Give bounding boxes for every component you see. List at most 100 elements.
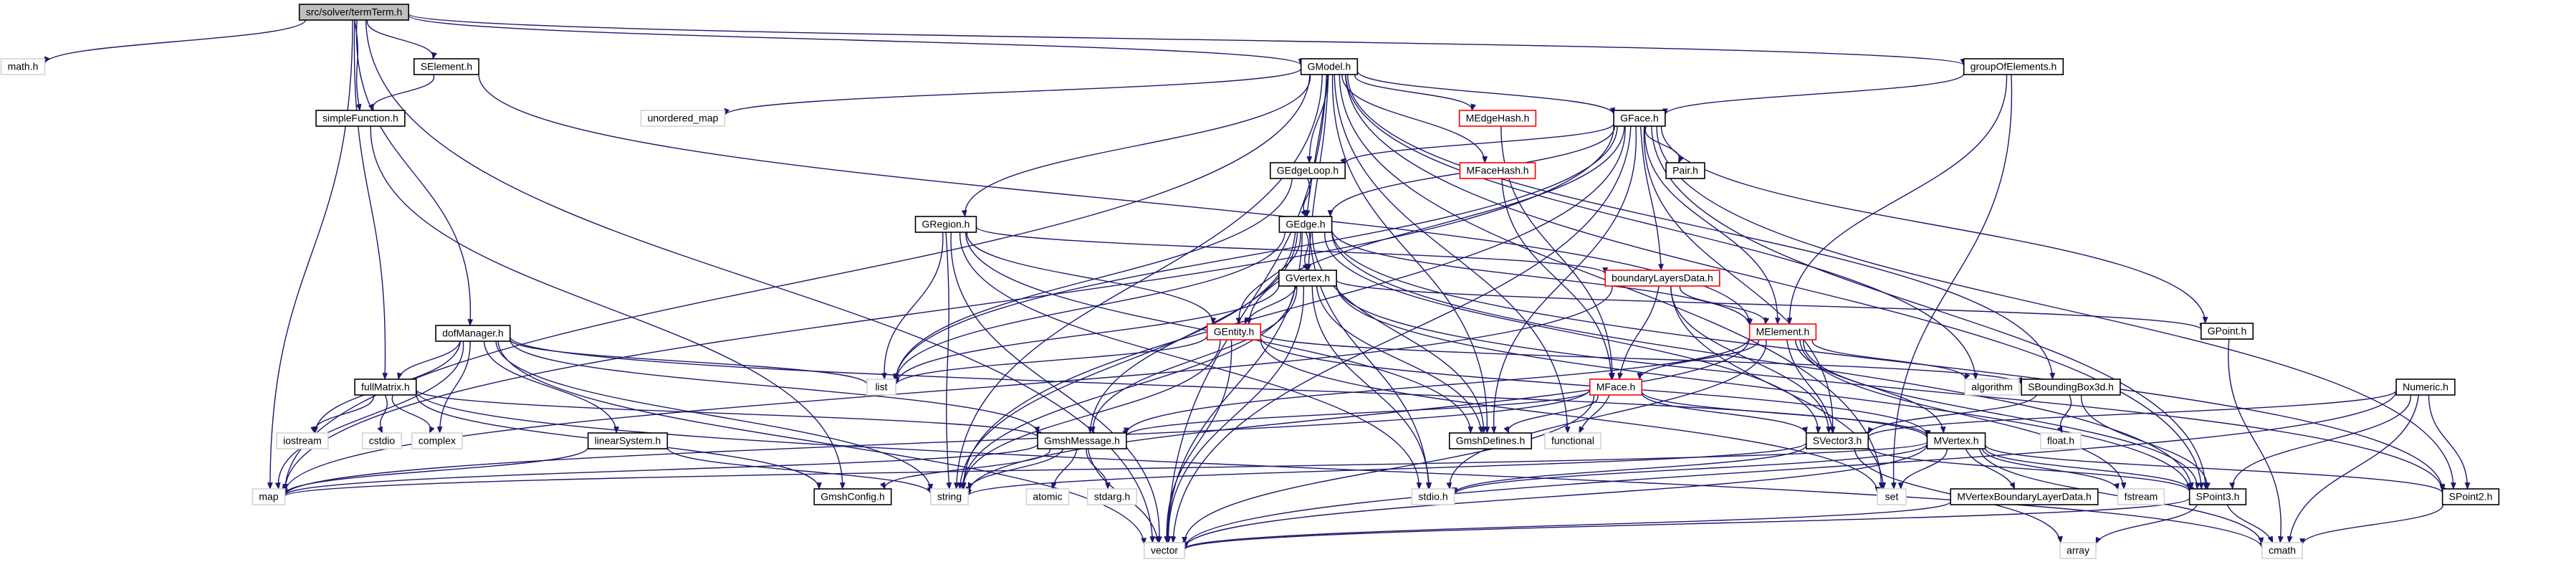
node-map: map [252, 488, 286, 505]
edge-boundarylayersdata-to-melement [1679, 285, 1770, 325]
node-label: boundaryLayersData.h [1612, 272, 1713, 284]
node-label: GmshMessage.h [1044, 435, 1120, 447]
edge-gface-to-svector3 [1643, 125, 1836, 434]
edge-dofmanager-to-gmshmessage [509, 339, 1040, 434]
edge-dofmanager-to-list [509, 338, 872, 386]
node-label: map [259, 491, 278, 503]
edge-gedge-to-gvertex [1302, 232, 1309, 271]
edge-gmodel-to-spoint3 [1345, 74, 2204, 490]
edge-spoint3-to-cmath [2226, 504, 2274, 543]
node-mfacehash[interactable]: MFaceHash.h [1459, 162, 1536, 179]
node-float: float.h [2040, 432, 2082, 449]
edge-fullmatrix-to-gmshmessage [416, 389, 1042, 439]
edge-mvertex-to-fstream [1981, 448, 2120, 491]
edge-gvertex-to-vector [1165, 285, 1304, 543]
edge-svector3-to-spoint3 [1867, 445, 2195, 494]
node-mvertex[interactable]: MVertex.h [1926, 432, 1986, 449]
node-box [2261, 542, 2303, 559]
node-groupofelements[interactable]: groupOfElements.h [1963, 58, 2064, 75]
edge-gface-to-gmshdefines [1490, 125, 1637, 434]
edge-root-to-map [267, 19, 353, 490]
node-spoint3[interactable]: SPoint3.h [2188, 488, 2247, 505]
node-box [1037, 432, 1127, 449]
node-box [1025, 488, 1070, 505]
node-gface[interactable]: GFace.h [1613, 110, 1666, 127]
node-label: array [2067, 545, 2089, 556]
node-linearsystem[interactable]: linearSystem.h [587, 432, 669, 449]
node-cstdio: cstdio [361, 432, 403, 449]
edge-svector3-to-stdio [1451, 444, 1807, 495]
node-gmshmessage[interactable]: GmshMessage.h [1037, 432, 1127, 449]
node-label: string [937, 491, 962, 503]
edge-gentity-to-sboundingbox3d [1260, 333, 2022, 385]
node-gmodel[interactable]: GModel.h [1300, 58, 1359, 75]
node-selement[interactable]: SElement.h [413, 58, 479, 75]
node-gpoint[interactable]: GPoint.h [2200, 323, 2254, 340]
node-mface[interactable]: MFace.h [1589, 378, 1643, 396]
edge-gregion-to-string [945, 232, 952, 490]
node-box [1459, 162, 1536, 179]
edge-spoint2-to-cmath [2299, 504, 2444, 546]
node-mvertexboundarylayerdata[interactable]: MVertexBoundaryLayerData.h [1950, 488, 2099, 505]
node-melement[interactable]: MElement.h [1748, 323, 1817, 340]
edge-numeric-to-cmath [2287, 394, 2420, 543]
edge-melement-to-string [965, 338, 1751, 494]
edge-boundarylayersdata-to-map [282, 285, 1613, 495]
node-dofmanager[interactable]: dofManager.h [435, 325, 511, 342]
node-simplefunction[interactable]: simpleFunction.h [315, 110, 406, 127]
node-boundarylayersdata[interactable]: boundaryLayersData.h [1604, 270, 1720, 287]
edge-mvertex-to-vector [1182, 444, 1928, 549]
node-pair[interactable]: Pair.h [1665, 162, 1705, 179]
edge-gvertex-to-list [894, 285, 1280, 384]
node-medgehash[interactable]: MEdgeHash.h [1458, 110, 1537, 127]
edge-dofmanager-to-vector [497, 340, 1147, 546]
node-label: GModel.h [1308, 61, 1351, 72]
edge-gmodel-to-unordered_map [724, 68, 1302, 116]
edge-gentity-to-set [1260, 338, 1881, 494]
edge-linearsystem-to-string [666, 447, 933, 495]
edge-gmodel-to-gmshdefines [1331, 74, 1490, 434]
node-box [1269, 162, 1346, 179]
node-gedgeloop[interactable]: GEdgeLoop.h [1269, 162, 1346, 179]
edge-mface-to-mvertex [1641, 391, 1930, 437]
node-label: SPoint2.h [2449, 491, 2493, 503]
edge-gvertex-to-gmshmessage [1089, 285, 1298, 434]
edge-gface-to-spoint3 [1651, 125, 2208, 490]
node-gmshconfig[interactable]: GmshConfig.h [813, 488, 892, 505]
node-fullmatrix[interactable]: fullMatrix.h [354, 378, 417, 396]
edge-gface-to-string [960, 125, 1626, 490]
node-label: src/solver/termTerm.h [306, 6, 403, 18]
node-spoint2[interactable]: SPoint2.h [2441, 488, 2500, 505]
node-box [1544, 432, 1601, 449]
edge-gface-to-pair [1644, 125, 1684, 163]
node-gmshdefines[interactable]: GmshDefines.h [1448, 432, 1533, 449]
edge-mface-to-map [282, 389, 1591, 497]
edge-gmshmessage-to-string [967, 448, 1064, 490]
edge-gedge-to-gmshmessage [1087, 232, 1298, 434]
node-svector3[interactable]: SVector3.h [1805, 432, 1869, 449]
node-root[interactable]: src/solver/termTerm.h [298, 4, 410, 21]
edge-gedge-to-spoint3 [1331, 232, 2194, 490]
node-iostream: iostream [276, 432, 329, 449]
node-gvertex[interactable]: GVertex.h [1278, 270, 1337, 287]
node-label: MVertex.h [1933, 435, 1978, 447]
edge-linearsystem-to-map [282, 447, 589, 495]
node-box [1877, 488, 1907, 505]
node-box [252, 488, 286, 505]
node-gregion[interactable]: GRegion.h [914, 216, 977, 233]
node-sboundingbox3d[interactable]: SBoundingBox3d.h [2021, 378, 2121, 396]
edge-melement-to-svector3 [1786, 339, 1835, 434]
node-label: GEdgeLoop.h [1277, 165, 1339, 176]
node-gentity[interactable]: GEntity.h [1206, 323, 1262, 340]
node-box [1963, 58, 2064, 75]
edge-gregion-to-list [881, 232, 944, 380]
node-box [354, 378, 417, 396]
edge-root-to-selement [366, 19, 438, 59]
edge-gregion-to-vector [950, 232, 1162, 543]
node-label: GVertex.h [1285, 272, 1330, 284]
edge-gmodel-to-sboundingbox3d [1346, 74, 2056, 380]
edge-gedge-to-gmshdefines [1311, 232, 1487, 434]
edge-melement-to-mface [1637, 339, 1760, 380]
node-numeric[interactable]: Numeric.h [2395, 378, 2456, 396]
node-gedge[interactable]: GEdge.h [1278, 216, 1333, 233]
